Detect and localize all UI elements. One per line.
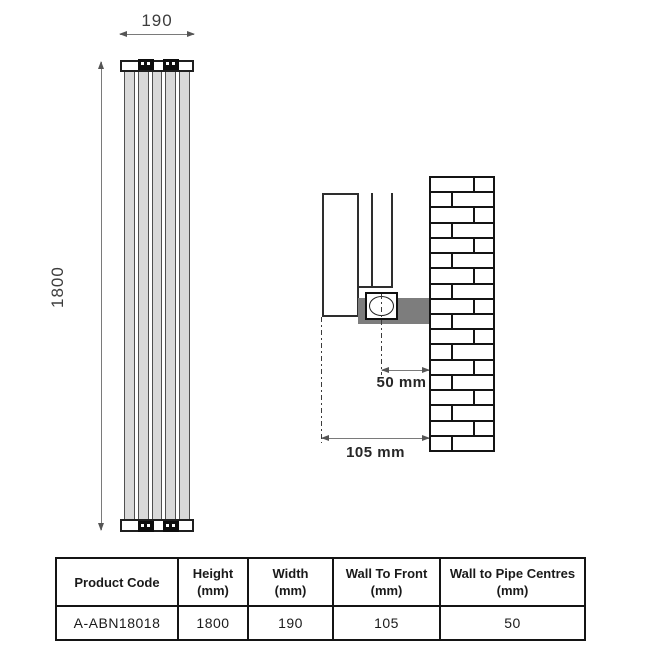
spec-table-cell-height: 1800 (177, 605, 247, 639)
brick-joint (451, 254, 453, 268)
brick-joint (451, 436, 453, 450)
spec-table-cell-width: 190 (247, 605, 332, 639)
spec-table-header-height: Height (mm) (177, 559, 247, 605)
arrowhead-down-icon (98, 523, 104, 531)
brick-row (431, 345, 493, 361)
radiator-panel (151, 72, 163, 519)
radiator-top-cap (120, 60, 194, 72)
top-bracket-right (163, 59, 179, 70)
arrowhead-right-icon (422, 435, 430, 441)
brick-row (431, 193, 493, 209)
brick-joint (473, 391, 475, 405)
brick-row (431, 314, 493, 331)
pipe-centerline (381, 294, 382, 375)
brick-joint (451, 406, 453, 420)
brick-row (431, 436, 493, 450)
side-view-panel-line (391, 193, 393, 288)
side-view-panel-bottom-line (357, 286, 393, 288)
brick-row (431, 421, 493, 437)
bracket-screw-icon (147, 62, 150, 65)
width-dimension-line (119, 31, 195, 37)
height-dimension-line (98, 61, 104, 531)
brick-joint (473, 421, 475, 435)
bracket-screw-icon (147, 524, 150, 527)
arrowhead-left-icon (119, 31, 127, 37)
brick-row (431, 391, 493, 407)
brick-joint (451, 223, 453, 237)
arrowhead-left-icon (321, 435, 329, 441)
wall-to-front-dimension-label: 105 mm (346, 444, 405, 461)
brick-joint (473, 269, 475, 283)
radiator-columns (124, 72, 190, 519)
brick-joint (473, 360, 475, 374)
side-view-panel-line (371, 193, 373, 288)
width-dimension-label: 190 (141, 11, 173, 30)
bracket-screw-icon (141, 524, 144, 527)
brick-joint (473, 178, 475, 192)
radiator-panel (137, 72, 149, 519)
arrowhead-left-icon (381, 367, 389, 373)
height-dimension-label: 1800 (48, 266, 67, 308)
arrowhead-right-icon (422, 367, 430, 373)
brick-row (431, 330, 493, 346)
brick-row (431, 208, 493, 224)
brick-row (431, 375, 493, 392)
spec-table-cell-wall-to-pipe-centres: 50 (439, 605, 584, 639)
brick-joint (473, 330, 475, 344)
brick-row (431, 178, 493, 194)
spec-table-header-width: Width (mm) (247, 559, 332, 605)
brick-row (431, 223, 493, 239)
brick-joint (451, 345, 453, 359)
brick-joint (451, 284, 453, 298)
brick-row (431, 406, 493, 422)
spec-table-header-wall-to-front: Wall To Front (mm) (332, 559, 439, 605)
brick-row (431, 254, 493, 270)
bracket-screw-icon (172, 524, 175, 527)
brick-joint (451, 193, 453, 207)
top-bracket-left (138, 59, 154, 70)
bracket-screw-icon (141, 62, 144, 65)
pipe-centres-dimension-label: 50 mm (376, 374, 427, 391)
brick-joint (473, 238, 475, 253)
brick-row (431, 284, 493, 300)
brick-row (431, 299, 493, 315)
spec-table: Product Code Height (mm) Width (mm) Wall… (55, 557, 586, 641)
side-view-front-panel (322, 193, 359, 317)
bottom-bracket-right (163, 521, 179, 532)
spec-table-header-product-code: Product Code (74, 574, 160, 590)
arrowhead-right-icon (187, 31, 195, 37)
brick-joint (473, 208, 475, 222)
front-face-centerline (321, 317, 322, 443)
brick-wall (429, 176, 495, 452)
arrowhead-up-icon (98, 61, 104, 69)
wall-to-front-dimension-line (321, 435, 430, 441)
brick-row (431, 269, 493, 285)
bottom-bracket-left (138, 521, 154, 532)
brick-row (431, 238, 493, 255)
pipe-centres-dimension-line (381, 367, 430, 373)
brick-joint (451, 314, 453, 329)
radiator-panel (124, 72, 135, 519)
spec-table-cell-product-code: A-ABN18018 (57, 605, 177, 639)
bracket-screw-icon (172, 62, 175, 65)
spec-table-header-wall-to-pipe-centres: Wall to Pipe Centres (mm) (439, 559, 584, 605)
brick-row (431, 360, 493, 376)
bracket-screw-icon (166, 524, 169, 527)
brick-joint (473, 299, 475, 313)
bracket-screw-icon (166, 62, 169, 65)
radiator-bottom-cap (120, 519, 194, 532)
radiator-panel (165, 72, 177, 519)
radiator-panel (179, 72, 190, 519)
brick-joint (451, 375, 453, 390)
spec-table-cell-wall-to-front: 105 (332, 605, 439, 639)
